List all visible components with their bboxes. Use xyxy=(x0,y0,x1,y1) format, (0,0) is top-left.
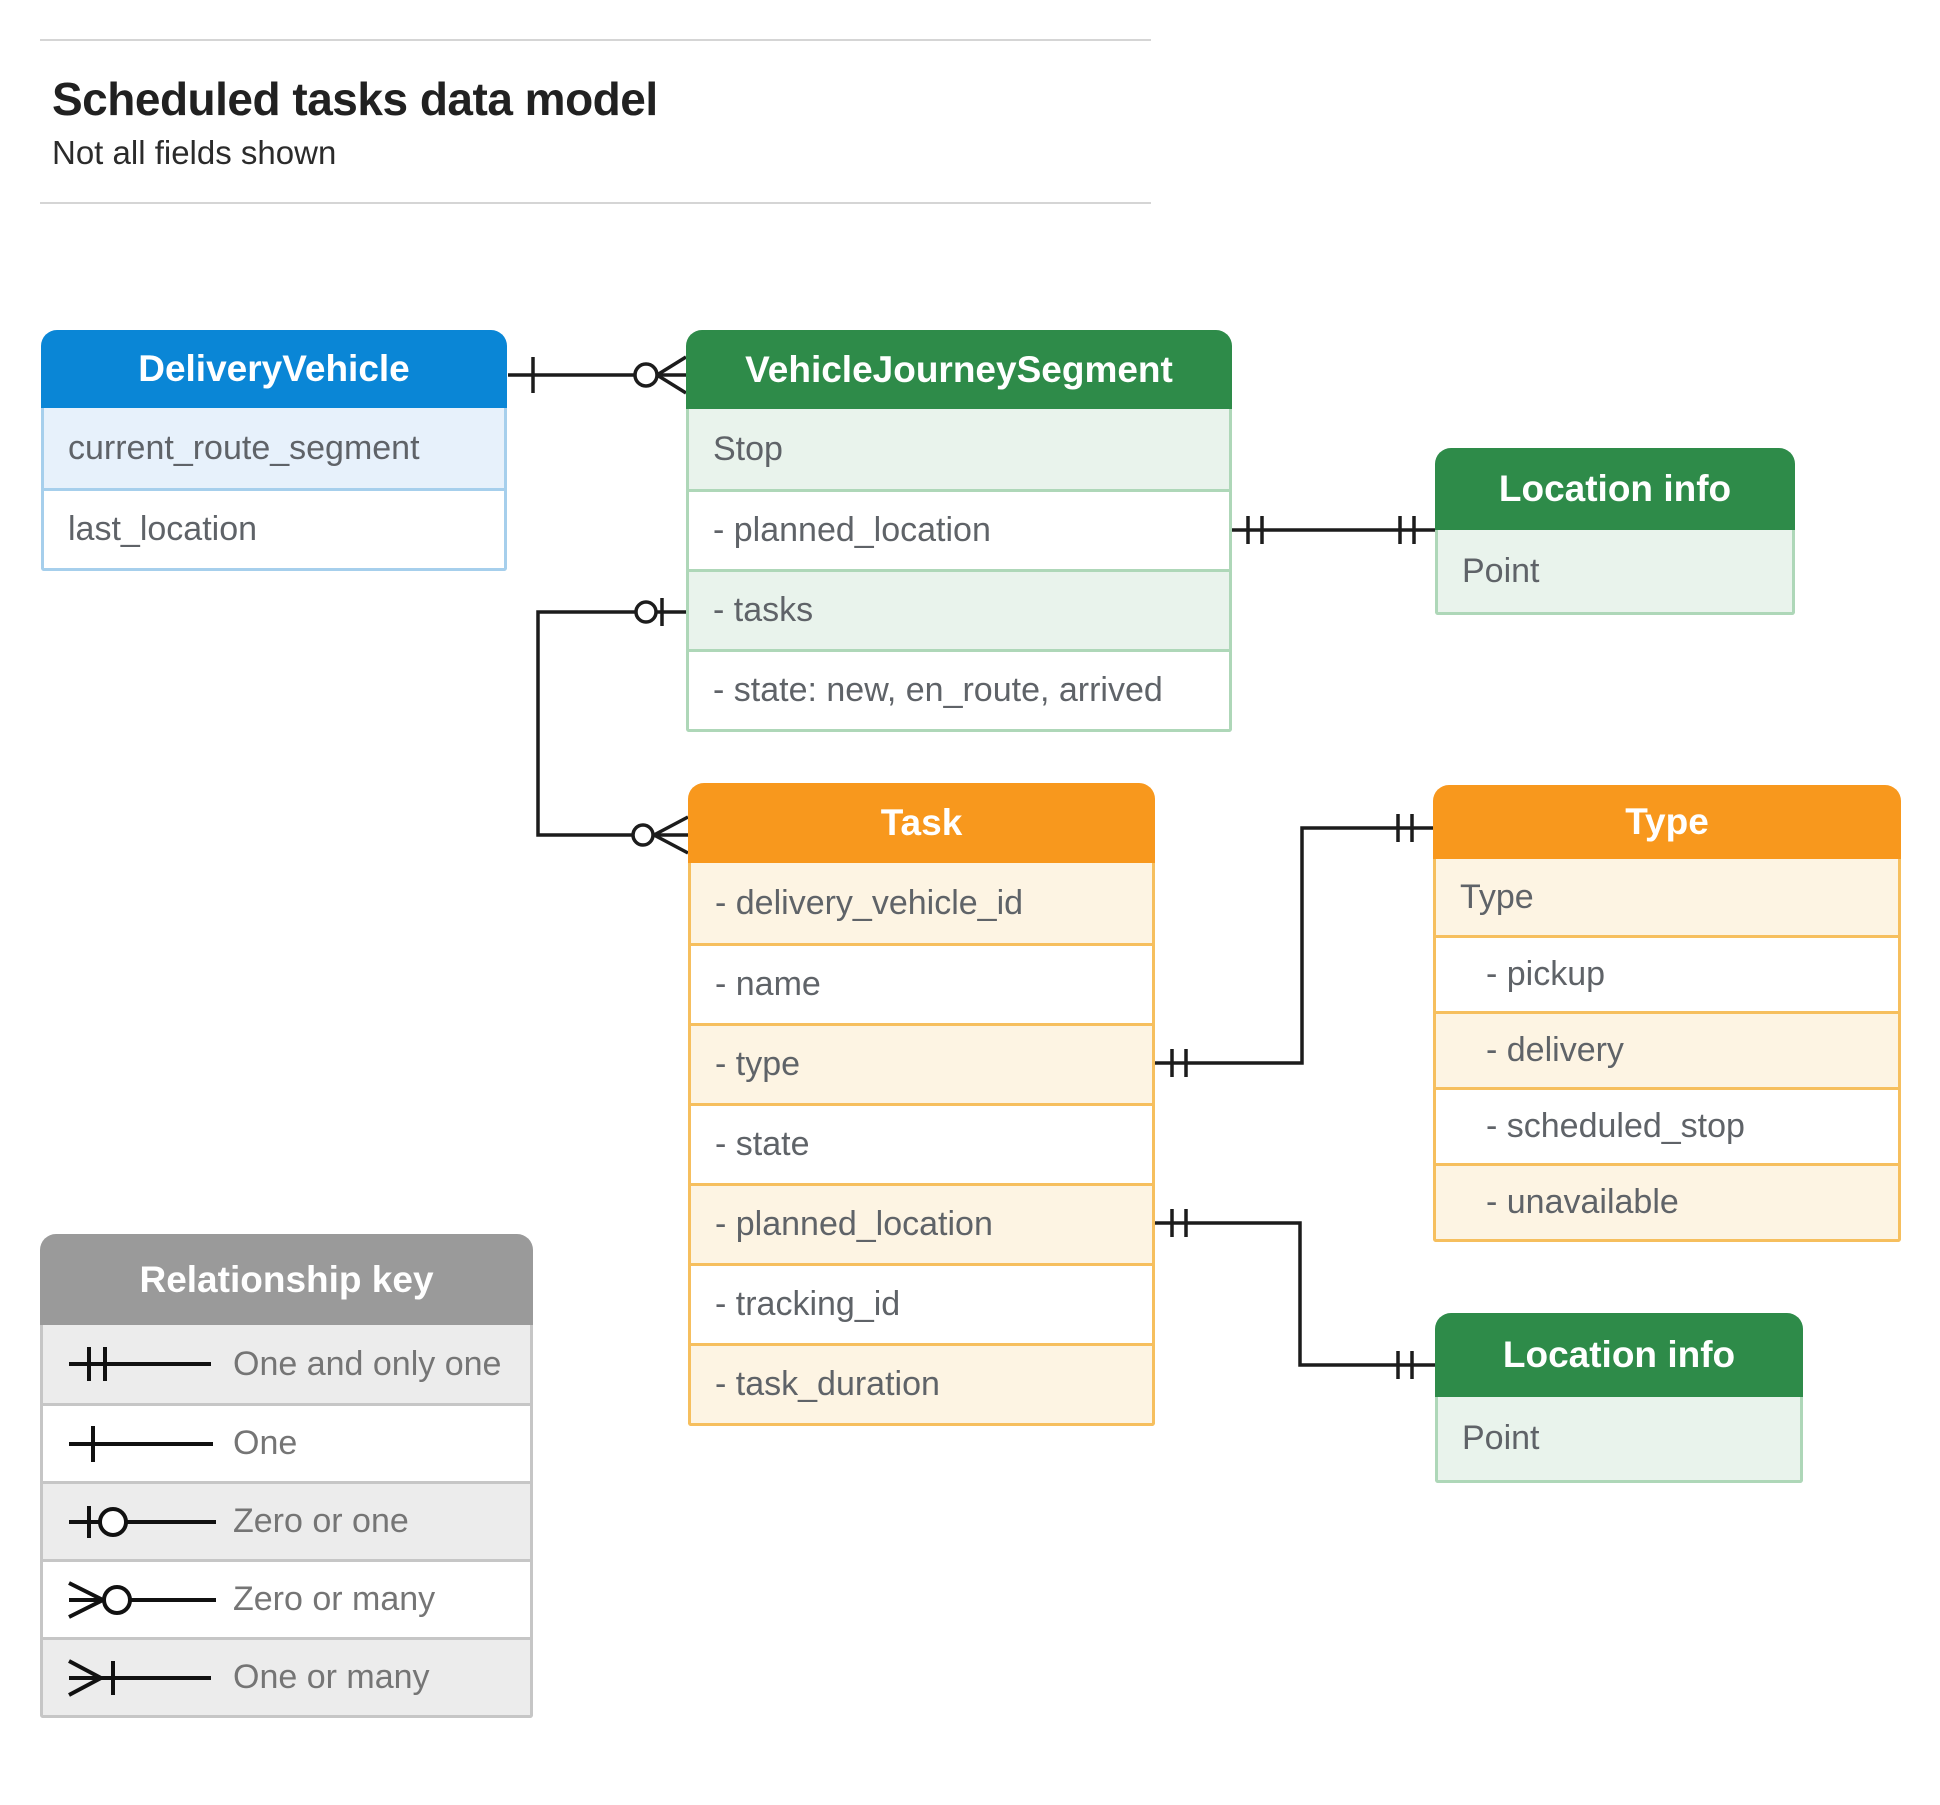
table-row: Type xyxy=(1436,859,1898,935)
table-row: - scheduled_stop xyxy=(1436,1087,1898,1163)
connector-task-type xyxy=(1155,814,1433,1077)
table-row: current_route_segment xyxy=(44,408,504,488)
divider-bottom xyxy=(40,202,1151,204)
zero-or-one-icon xyxy=(69,1505,216,1538)
legend-label: One and only one xyxy=(233,1344,502,1383)
connector-vehiclejourneysegment-task xyxy=(536,598,689,855)
table-row: - delivery_vehicle_id xyxy=(691,863,1152,943)
table-row: - name xyxy=(691,943,1152,1023)
table-task: Task - delivery_vehicle_id - name - type… xyxy=(688,783,1155,1426)
table-row: - task_duration xyxy=(691,1343,1152,1423)
table-locationinfo-bottom: Location info Point xyxy=(1435,1313,1803,1483)
page-title: Scheduled tasks data model xyxy=(52,73,658,125)
connector-vehiclejourneysegment-locationinfo xyxy=(1232,516,1435,544)
legend-item: Zero or many xyxy=(43,1559,530,1637)
one-or-many-icon xyxy=(68,1658,211,1697)
one-icon xyxy=(69,1425,213,1462)
table-task-header: Task xyxy=(688,783,1155,863)
table-vehiclejourneysegment-header: VehicleJourneySegment xyxy=(686,330,1232,409)
zero-or-many-icon xyxy=(68,1580,216,1619)
legend-item: One xyxy=(43,1403,530,1481)
table-row: - type xyxy=(691,1023,1152,1103)
legend-label: Zero or many xyxy=(233,1580,436,1618)
table-row: Point xyxy=(1438,1397,1800,1480)
table-locationinfo-top-header: Location info xyxy=(1435,448,1795,530)
legend-label: One xyxy=(233,1424,298,1462)
table-row: - state: new, en_route, arrived xyxy=(689,649,1229,729)
table-row: - delivery xyxy=(1436,1011,1898,1087)
page-subtitle: Not all fields shown xyxy=(52,134,337,171)
one-and-only-one-icon xyxy=(69,1347,211,1381)
connector-deliveryvehicle-vehiclejourneysegment xyxy=(508,355,687,395)
table-locationinfo-top: Location info Point xyxy=(1435,448,1795,615)
divider-top xyxy=(40,39,1151,41)
table-row: - unavailable xyxy=(1436,1163,1898,1239)
relationship-key: Relationship key One and only one One xyxy=(40,1234,533,1718)
table-locationinfo-bottom-header: Location info xyxy=(1435,1313,1803,1397)
table-row: - pickup xyxy=(1436,935,1898,1011)
table-row: - tasks xyxy=(689,569,1229,649)
legend-item: One or many xyxy=(43,1637,530,1715)
table-type-header: Type xyxy=(1433,785,1901,859)
table-row: - state xyxy=(691,1103,1152,1183)
legend-item: One and only one xyxy=(43,1325,530,1403)
table-row: Stop xyxy=(689,409,1229,489)
legend-label: One or many xyxy=(233,1658,430,1696)
relationship-key-header: Relationship key xyxy=(40,1234,533,1325)
table-row: - planned_location xyxy=(689,489,1229,569)
table-row: - planned_location xyxy=(691,1183,1152,1263)
table-type: Type Type - pickup - delivery - schedule… xyxy=(1433,785,1901,1242)
table-deliveryvehicle: DeliveryVehicle current_route_segment la… xyxy=(41,330,507,571)
legend-label: Zero or one xyxy=(233,1502,409,1540)
table-deliveryvehicle-header: DeliveryVehicle xyxy=(41,330,507,408)
connector-task-locationinfo xyxy=(1155,1209,1435,1379)
table-vehiclejourneysegment: VehicleJourneySegment Stop - planned_loc… xyxy=(686,330,1232,732)
table-row: - tracking_id xyxy=(691,1263,1152,1343)
table-row: last_location xyxy=(44,488,504,568)
legend-item: Zero or one xyxy=(43,1481,530,1559)
table-row: Point xyxy=(1438,530,1792,612)
